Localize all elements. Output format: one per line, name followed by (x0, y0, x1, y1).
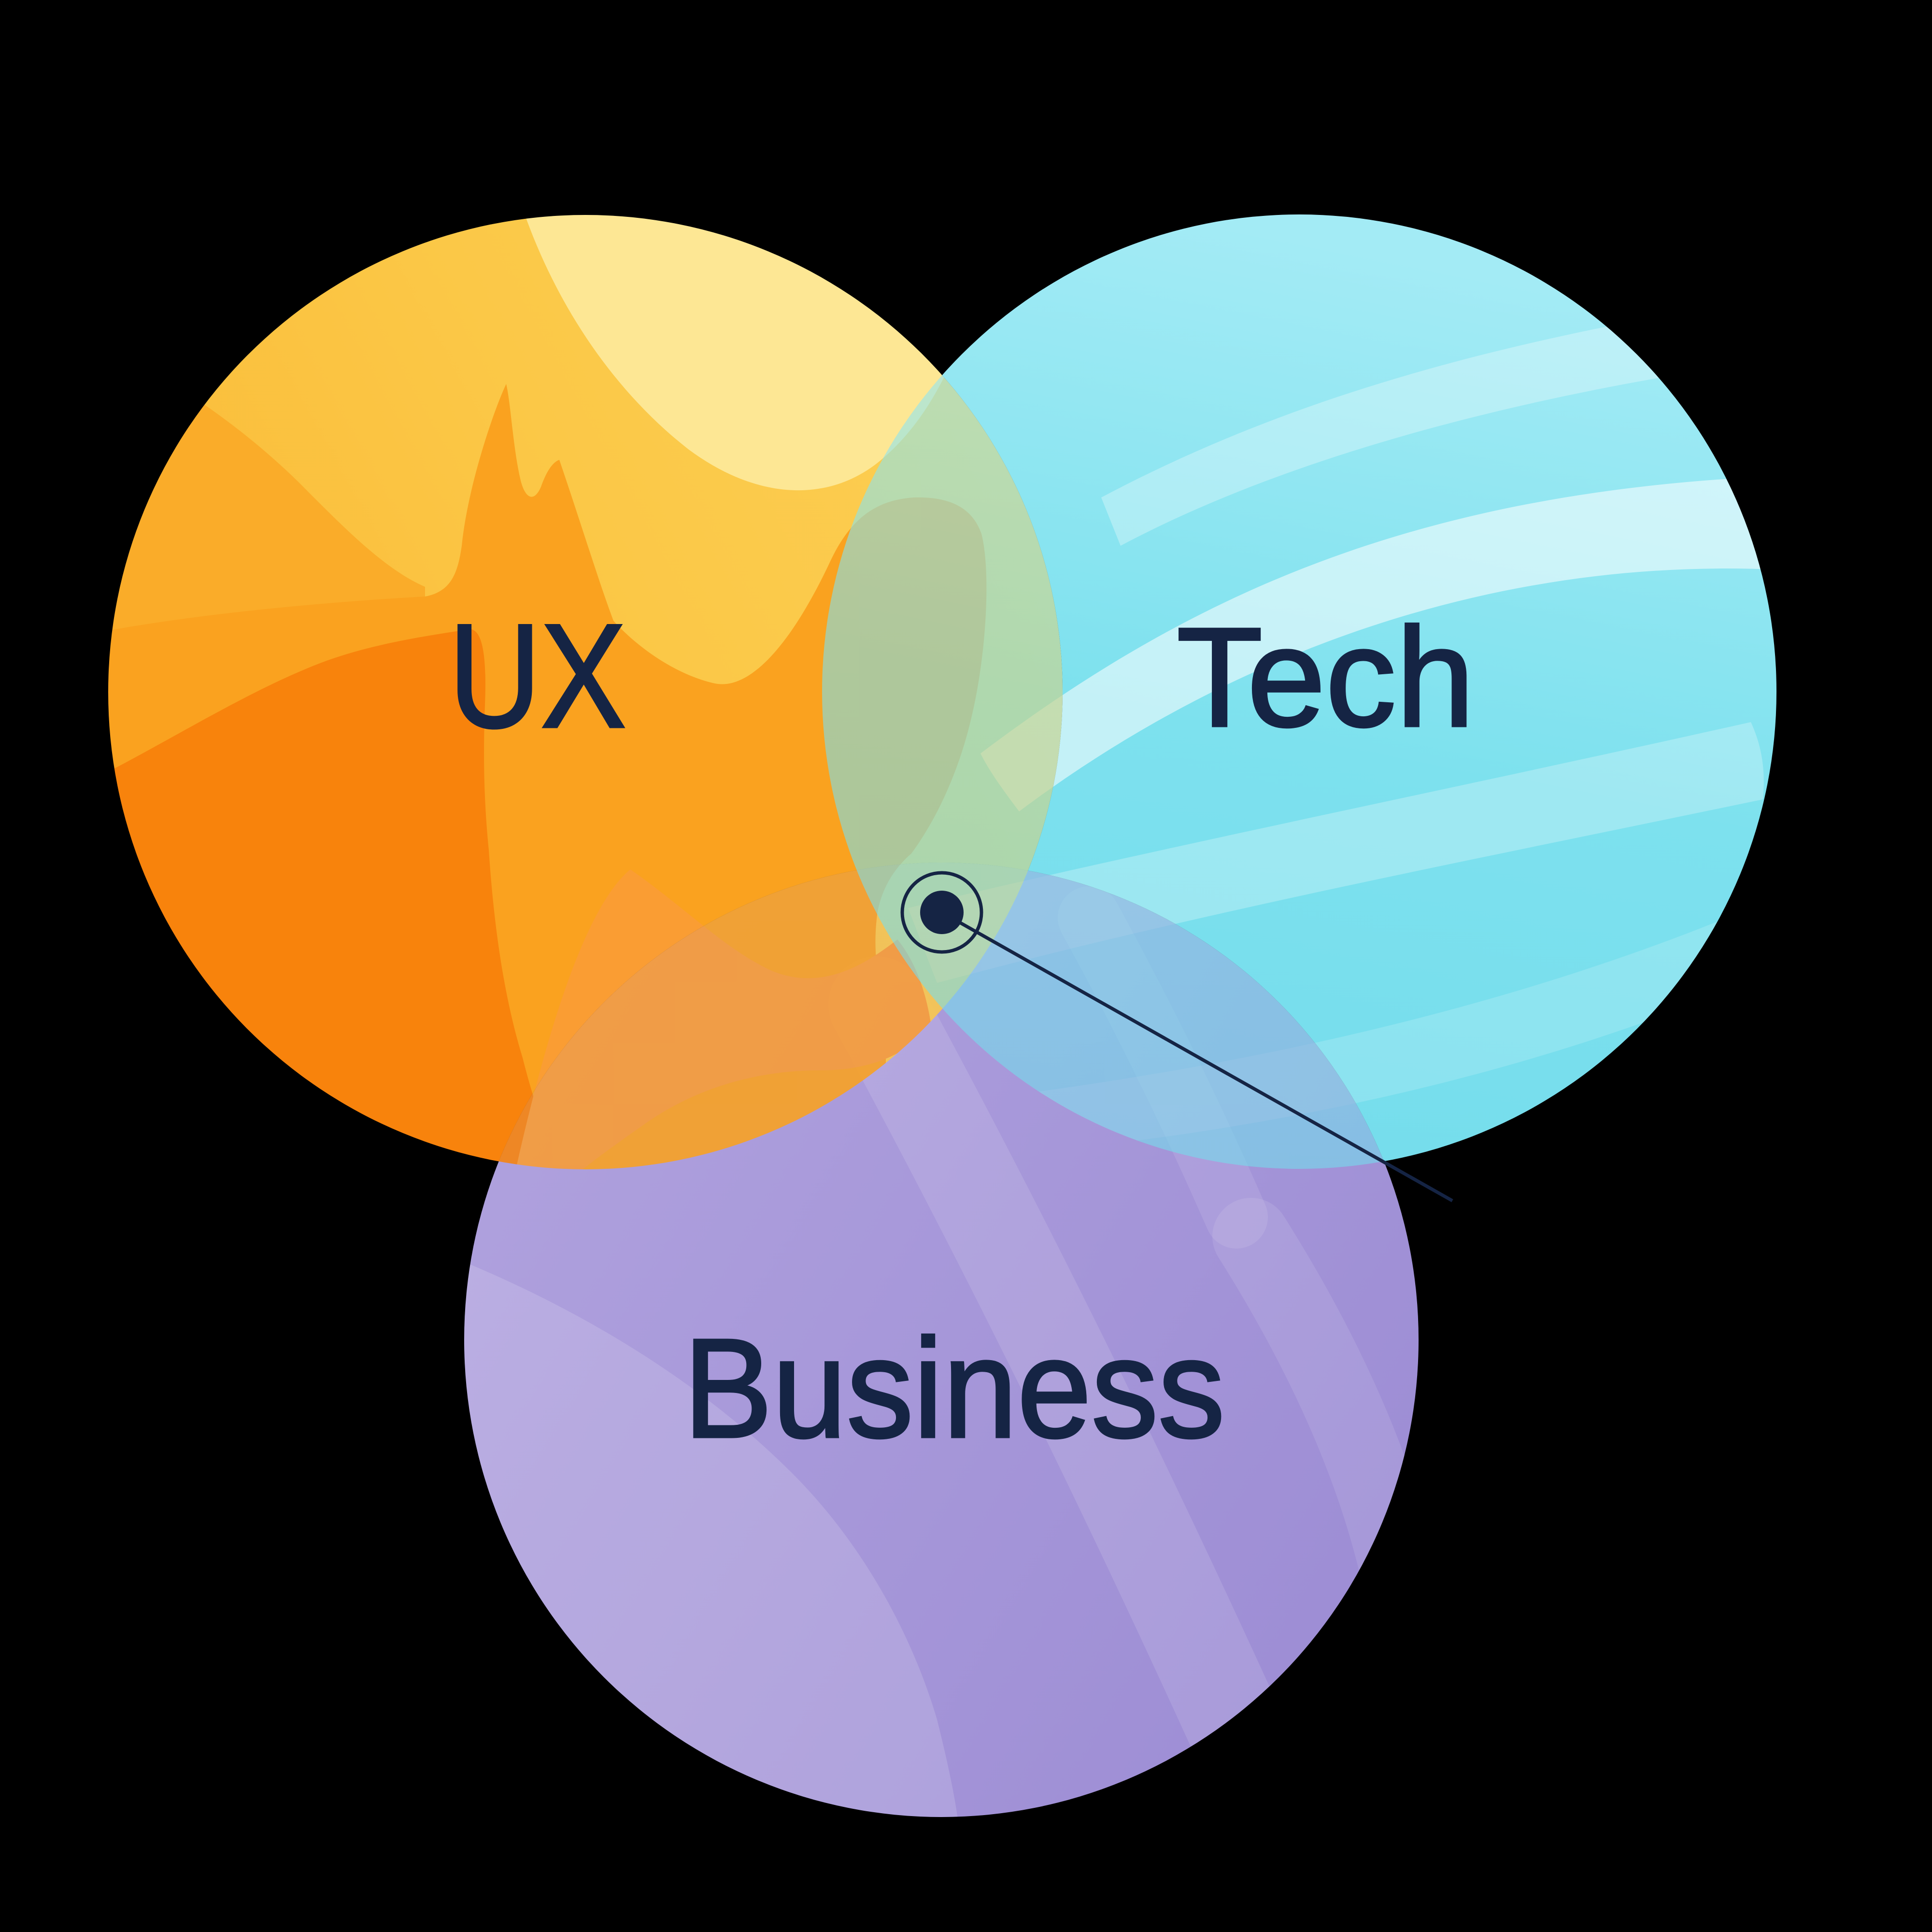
svg-text:Business: Business (683, 1309, 1225, 1467)
svg-text:Tech: Tech (1177, 598, 1475, 756)
svg-text:UX: UX (449, 593, 626, 758)
